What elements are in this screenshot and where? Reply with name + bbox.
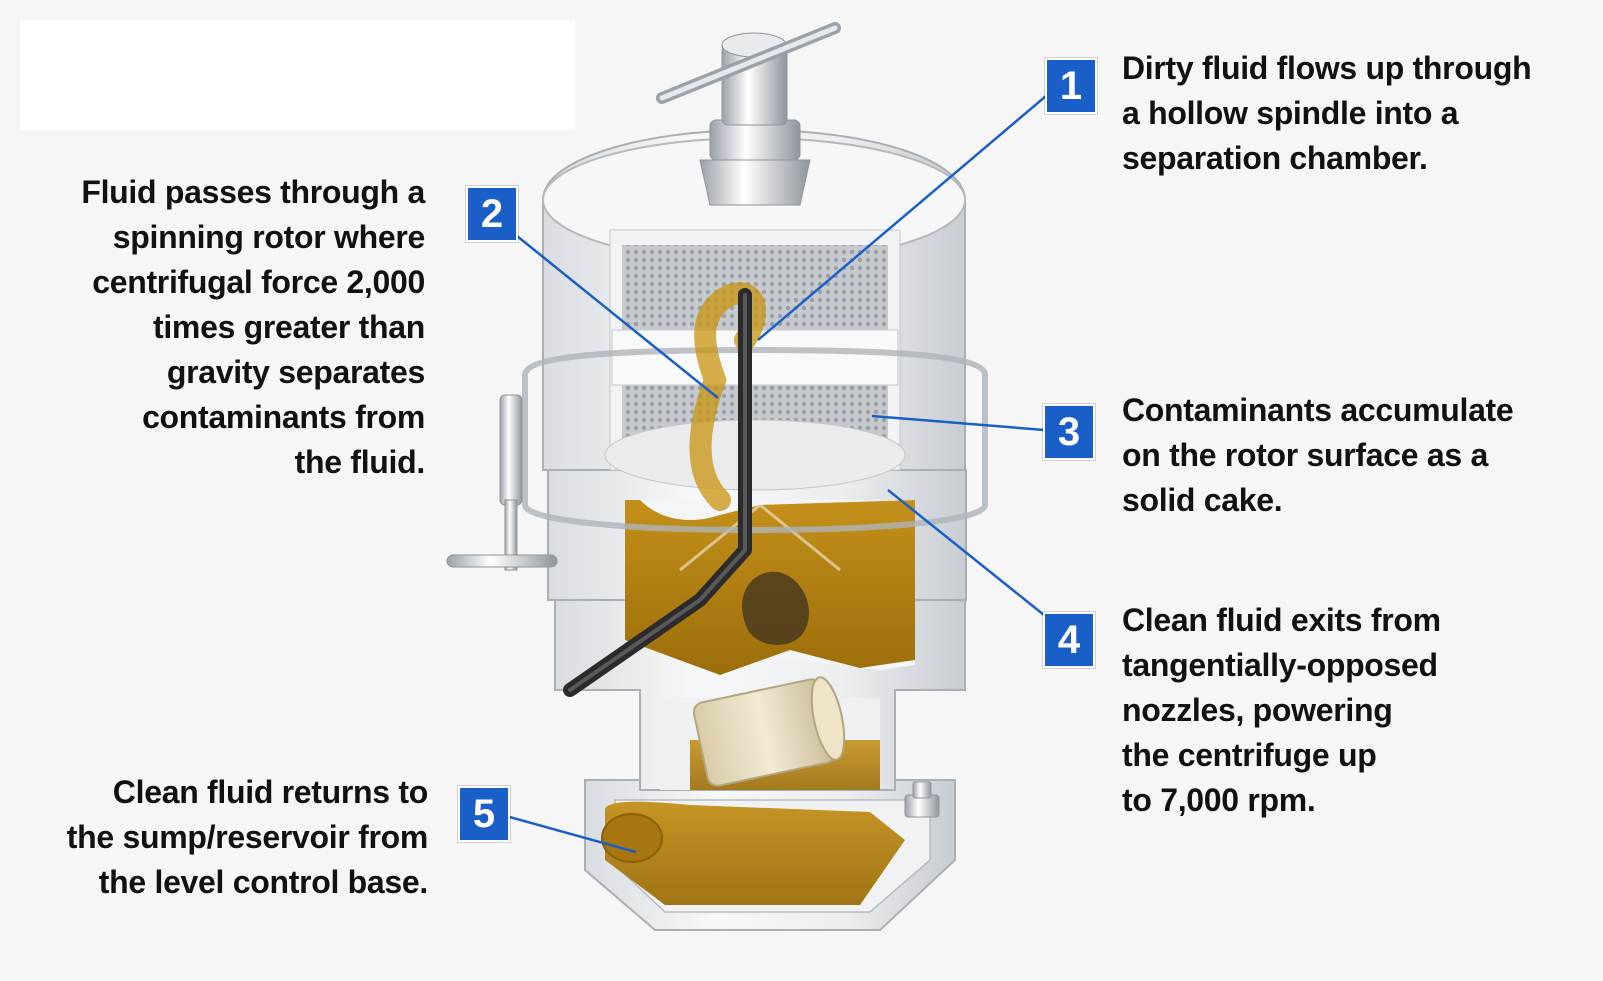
leader-line-2	[511, 231, 719, 399]
leader-line-1	[757, 95, 1047, 341]
callout-badge-1: 1	[1045, 58, 1097, 114]
callout-badge-3: 3	[1043, 404, 1095, 460]
centrifuge-cylinder	[692, 676, 846, 787]
callout-2-line: times greater than	[152, 309, 425, 345]
callout-5-line: the sump/reservoir from	[66, 819, 429, 855]
callout-2-line: Fluid passes through a	[81, 174, 425, 210]
callout-4-line: Clean fluid exits from	[1122, 602, 1441, 638]
callout-text-3: Contaminants accumulate on the rotor sur…	[1122, 388, 1514, 523]
callout-4-line: tangentially-opposed	[1122, 647, 1438, 683]
callout-badge-2: 2	[466, 186, 518, 242]
clamp-handle	[446, 394, 558, 571]
callout-5-line: the level control base.	[98, 864, 429, 900]
bolt-icon	[904, 781, 940, 818]
callout-3-line: on the rotor surface as a	[1122, 437, 1488, 473]
callout-2-line: contaminants from	[142, 399, 425, 435]
callout-2-line: spinning rotor where	[112, 219, 426, 255]
separation-chamber	[547, 469, 967, 675]
callout-3-line: solid cake.	[1122, 482, 1283, 518]
top-cap-t-handle	[656, 22, 841, 206]
callout-4-line: nozzles, powering	[1122, 692, 1393, 728]
callout-badge-5: 5	[458, 786, 510, 842]
callout-text-2: Fluid passes through a spinning rotor wh…	[81, 170, 425, 485]
leader-lines	[505, 95, 1047, 854]
level-control-base	[584, 779, 956, 931]
callout-2-line: centrifugal force 2,000	[92, 264, 425, 300]
leader-line-5	[505, 814, 637, 854]
callout-3-line: Contaminants accumulate	[1122, 392, 1514, 428]
callout-1-line: a hollow spindle into a	[1122, 95, 1459, 131]
callout-text-4: Clean fluid exits from tangentially-oppo…	[1122, 598, 1441, 823]
callout-2-line: the fluid.	[294, 444, 426, 480]
leader-line-3	[871, 414, 1045, 432]
callout-2-line: gravity separates	[166, 354, 425, 390]
fluid-flow-path	[689, 282, 766, 511]
callout-1-line: Dirty fluid flows up through	[1122, 50, 1532, 86]
callout-4-line: to 7,000 rpm.	[1122, 782, 1316, 818]
callout-badge-4: 4	[1043, 612, 1095, 668]
blank-top-area	[20, 20, 575, 130]
callout-text-1: Dirty fluid flows up through a hollow sp…	[1122, 46, 1532, 181]
leader-line-4	[887, 489, 1045, 616]
callout-text-5: Clean fluid returns to the sump/reservoi…	[66, 770, 429, 905]
callout-4-line: the centrifuge up	[1122, 737, 1377, 773]
callout-1-line: separation chamber.	[1122, 140, 1428, 176]
callout-5-line: Clean fluid returns to	[112, 774, 429, 810]
